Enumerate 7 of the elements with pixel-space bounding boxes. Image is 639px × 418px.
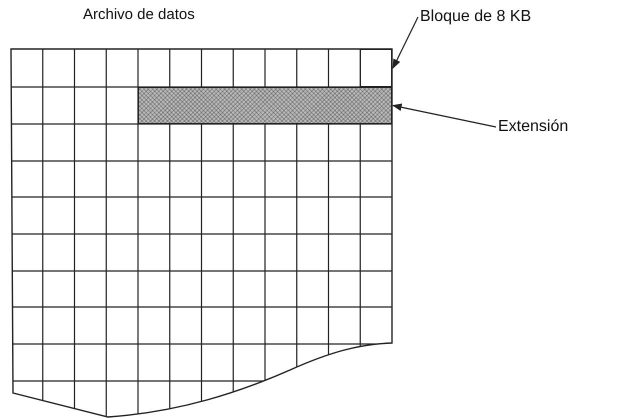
leader-arrow (392, 104, 496, 128)
extent-label: Extensión (498, 118, 568, 136)
extent-band (138, 87, 392, 124)
leader-arrow (392, 16, 419, 69)
block-label: Bloque de 8 KB (420, 8, 532, 26)
file-title: Archivo de datos (83, 6, 195, 23)
block-cell (360, 49, 392, 87)
